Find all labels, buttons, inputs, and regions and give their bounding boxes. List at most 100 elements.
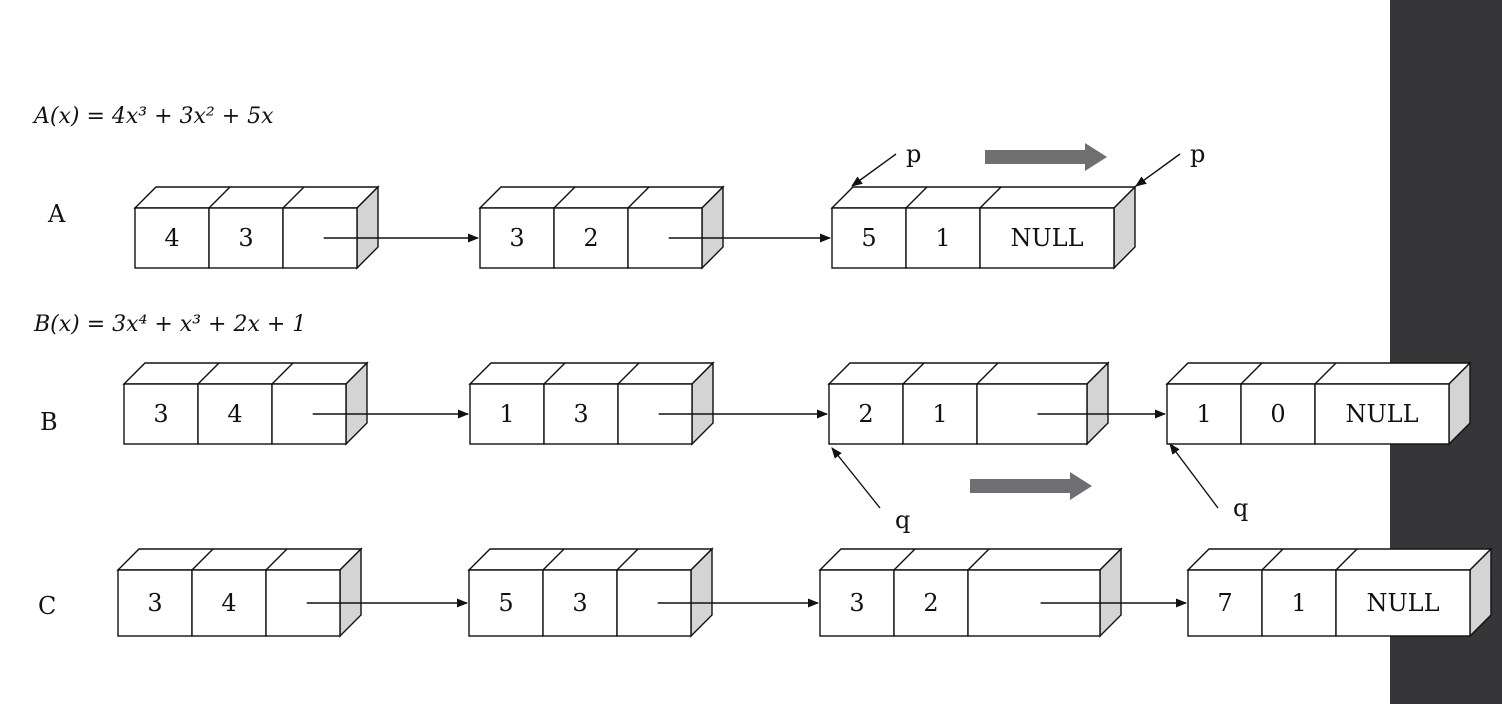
row-label-b: B [40,408,58,436]
top-divider [1314,362,1337,385]
top-divider [553,186,576,209]
coef-cell-text: 2 [858,400,873,428]
exp-cell-text: 2 [923,589,938,617]
next-cell [1314,383,1450,445]
coef-cell-text: 5 [498,589,513,617]
next-cell-text: NULL [1010,224,1083,252]
exp-cell [893,569,969,637]
pointer-q-label-2: q [1233,494,1248,522]
pointer-p-move-arrow [985,143,1107,171]
exp-cell [543,383,619,445]
exp-cell-text: 1 [932,400,947,428]
coef-cell-text: 3 [849,589,864,617]
top-divider [893,548,916,571]
node-a-3: 5 1 NULL [830,185,1137,270]
exp-cell-text: 4 [221,589,236,617]
row-label-c: C [38,592,56,620]
exp-cell-text: 2 [583,224,598,252]
top-divider [543,362,566,385]
node-top-face [468,362,715,385]
top-divider [542,548,565,571]
coef-cell-text: 3 [153,400,168,428]
exp-cell [197,383,273,445]
equation-b: B(x) = 3x⁴ + x³ + 2x + 1 [33,312,306,337]
top-divider [627,186,650,209]
top-divider [197,362,220,385]
row-label-a: A [47,200,66,228]
coef-cell [134,207,210,269]
top-divider [208,186,231,209]
top-divider [976,362,999,385]
coef-cell-text: 1 [1196,400,1211,428]
pointer-q-group: q q [831,443,1248,534]
top-divider [265,548,288,571]
exp-cell-text: 3 [238,224,253,252]
top-divider [616,548,639,571]
node-c-4: 7 1 NULL [1186,547,1493,638]
coef-cell [479,207,555,269]
coef-cell-text: 7 [1217,589,1232,617]
node-top-face [827,362,1110,385]
next-cell [979,207,1115,269]
top-divider [191,548,214,571]
coef-cell-text: 3 [147,589,162,617]
coef-cell-text: 1 [499,400,514,428]
exp-cell [553,207,629,269]
exp-cell-text: 1 [1291,589,1306,617]
top-divider [967,548,990,571]
exp-cell [542,569,618,637]
node-top-face [133,186,380,209]
coef-cell [831,207,907,269]
exp-cell-text: 1 [935,224,950,252]
pointer-q-move-arrow [970,472,1092,500]
coef-cell [1166,383,1242,445]
top-divider [282,186,305,209]
coef-cell [1187,569,1263,637]
top-divider [617,362,640,385]
exp-cell [1240,383,1316,445]
next-cell-text: NULL [1345,400,1418,428]
exp-cell-text: 3 [573,400,588,428]
coef-cell-text: 4 [164,224,179,252]
coef-cell [117,569,193,637]
link-layer [306,233,1188,608]
node-top-face [478,186,725,209]
coef-cell [469,383,545,445]
top-divider [979,186,1002,209]
pointer-q-label-1: q [895,506,910,534]
exp-cell-text: 3 [572,589,587,617]
pointer-p-label-1: p [906,140,921,168]
coef-cell-text: 5 [861,224,876,252]
exp-cell [1261,569,1337,637]
coef-cell [828,383,904,445]
exp-cell-text: 4 [227,400,242,428]
exp-cell [905,207,981,269]
coef-cell [819,569,895,637]
pointer-p-group: p p [851,140,1205,187]
pointer-p-label-2: p [1190,140,1205,168]
equation-a: A(x) = 4x³ + 3x² + 5x [32,104,274,129]
coef-cell [468,569,544,637]
pointer-p-arrow-1 [851,153,897,187]
node-top-face [122,362,369,385]
node-top-face [116,548,363,571]
pointer-q-arrow-1 [831,447,881,509]
next-cell-text: NULL [1366,589,1439,617]
top-divider [1240,362,1263,385]
node-top-face [467,548,714,571]
next-cell [1335,569,1471,637]
coef-cell-text: 3 [509,224,524,252]
top-divider [1261,548,1284,571]
top-divider [1335,548,1358,571]
pointer-p-arrow-2 [1135,153,1181,187]
